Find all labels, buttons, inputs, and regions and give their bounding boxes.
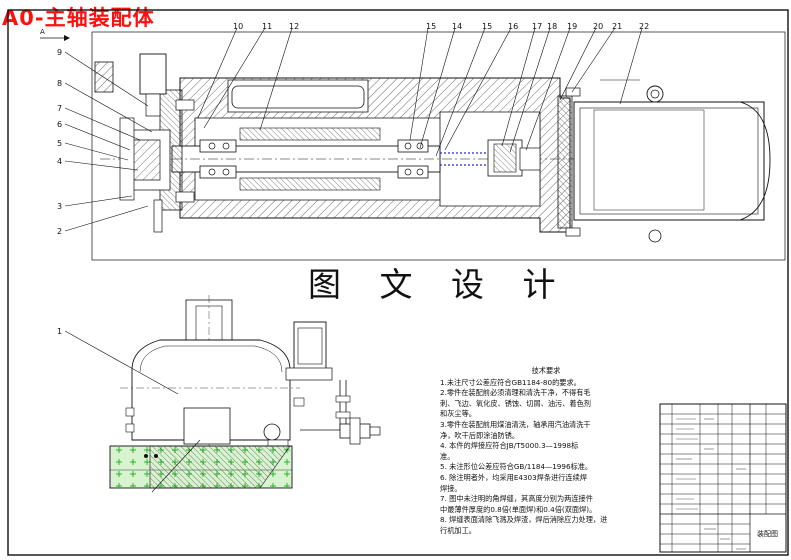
callout-c7: 7 (57, 104, 63, 113)
callout-c3: 3 (57, 202, 63, 211)
note-line: 刺、飞边、氧化皮、锈蚀、切屑、油污、着色剂 (440, 398, 591, 408)
callout-c19: 19 (567, 22, 578, 31)
note-line: 5. 未注形位公差应符合GB/1184—1996标准。 (440, 462, 593, 472)
left-leader-lines (64, 51, 153, 232)
note-line: 6. 除注明者外，均采用E4303焊条进行连续焊 (440, 472, 587, 482)
callout-c2: 2 (57, 227, 63, 236)
notes-lines: 1.未注尺寸公差应符合GB1184-80的要求。2.零件在装配前必须清理和清洗干… (440, 378, 652, 537)
lower-assembly-view (64, 295, 381, 493)
view-boundary (91, 31, 786, 261)
callout-c1: 1 (57, 327, 63, 336)
flange-bolt-bottom (565, 227, 581, 237)
motor-bracket (94, 61, 114, 93)
note-line: 焊接。 (440, 483, 462, 493)
callout-c21: 21 (612, 22, 623, 31)
callout-c10: 10 (233, 22, 244, 31)
callout-c5: 5 (57, 139, 63, 148)
note-line: 2.零件在装配前必须清理和清洗干净，不得有毛 (440, 388, 591, 398)
top-leader-lines (197, 27, 643, 157)
title-block (659, 403, 787, 553)
callout-c4: 4 (57, 157, 63, 166)
callout-c18: 18 (547, 22, 558, 31)
callout-c17: 17 (532, 22, 543, 31)
flange-bolt-top (565, 87, 581, 97)
note-line: 3.零件在装配前用煤油清洗，轴承用汽油清洗干 (440, 419, 591, 429)
callout-c6: 6 (57, 120, 63, 129)
watermark-text: 图 文 设 计 (308, 265, 570, 304)
bearing-right (397, 139, 429, 179)
note-line: 8. 焊缝表面清除飞溅及焊渣，焊后消除应力处理，进 (440, 515, 608, 525)
outer-frame (7, 9, 789, 556)
note-line: 准。 (440, 451, 455, 461)
note-line: 4. 本件的焊接应符合JB/T5000.3—1998标 (440, 441, 579, 451)
left-end-cap (119, 53, 195, 233)
direction-mark-label: A (40, 28, 45, 36)
callout-c9: 9 (57, 48, 63, 57)
callout-c11: 11 (262, 22, 273, 31)
note-line: 中最薄件厚度的0.8倍(单面焊)和0.4倍(双面焊)。 (440, 504, 597, 514)
callout-c15a: 15 (426, 22, 437, 31)
direction-arrow (40, 35, 70, 41)
callout-c14: 14 (452, 22, 463, 31)
note-line: 净，吹干后即涂油防锈。 (440, 430, 520, 440)
note-line: 1.未注尺寸公差应符合GB1184-80的要求。 (440, 377, 581, 387)
callout-c22: 22 (639, 22, 650, 31)
callout-c20: 20 (593, 22, 604, 31)
note-line: 7. 图中未注明的角焊缝，其高度分别为两连接件 (440, 494, 593, 504)
notes-heading: 技术要求 (531, 366, 561, 375)
bearing-left (199, 139, 237, 179)
note-line: 行机加工。 (440, 525, 476, 535)
callout-c12: 12 (289, 22, 300, 31)
callout-c16: 16 (508, 22, 519, 31)
callout-c15b: 15 (482, 22, 493, 31)
motor (573, 79, 771, 243)
title-block-tag: 装配图 (757, 530, 778, 538)
motor-flange (557, 95, 573, 229)
technical-requirements: 技术要求 1.未注尺寸公差应符合GB1184-80的要求。2.零件在装配前必须清… (440, 366, 652, 537)
note-line: 和灰尘等。 (440, 409, 476, 419)
callout-c8: 8 (57, 79, 63, 88)
